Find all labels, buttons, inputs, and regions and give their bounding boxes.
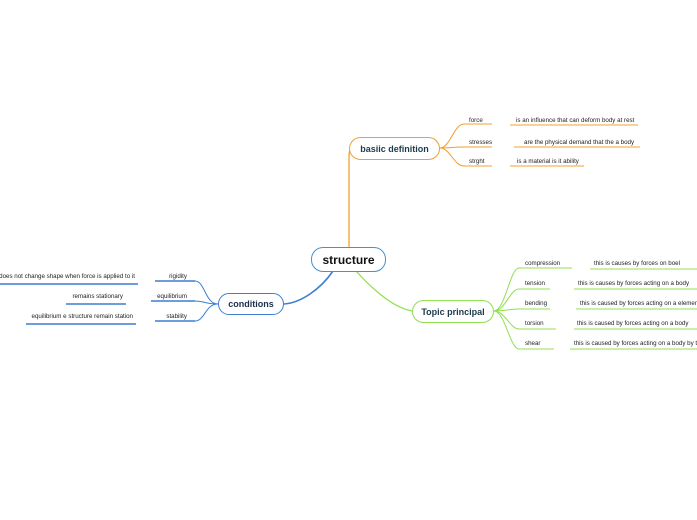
basic-term-strght[interactable]: strght bbox=[469, 158, 485, 165]
cond-desc-rigidity[interactable]: does not change shape when force is appl… bbox=[0, 273, 135, 280]
topic-desc-shear[interactable]: this is caused by forces acting on a bod… bbox=[574, 340, 697, 347]
topic-term-compression[interactable]: compression bbox=[525, 260, 561, 267]
basic-term-stresses[interactable]: stresses bbox=[469, 139, 493, 146]
cond-term-equilibrium[interactable]: equilibrium bbox=[157, 293, 187, 300]
root-node[interactable]: structure bbox=[311, 247, 386, 272]
basic-desc-strght[interactable]: is a material is it ability bbox=[517, 158, 579, 165]
topic-term-shear[interactable]: shear bbox=[525, 340, 541, 347]
cond-term-stability[interactable]: stability bbox=[166, 313, 187, 320]
topic-principal-label: Topic principal bbox=[421, 306, 485, 317]
conditions-node[interactable]: conditions bbox=[218, 293, 284, 315]
topic-term-torsion[interactable]: torsion bbox=[525, 320, 544, 327]
basic-definition-node[interactable]: basiic definition bbox=[349, 137, 440, 160]
cond-desc-equilibrium[interactable]: remains stationary bbox=[72, 293, 123, 300]
cond-desc-stability[interactable]: equilibrium e structure remain station bbox=[31, 313, 133, 320]
topic-desc-torsion[interactable]: this is caused by forces acting on a bod… bbox=[577, 320, 689, 327]
basic-definition-label: basiic definition bbox=[360, 143, 429, 154]
topic-term-bending[interactable]: bending bbox=[525, 300, 548, 307]
cond-term-rigidity[interactable]: rigidity bbox=[169, 273, 187, 280]
basic-desc-force[interactable]: is an influence that can deform body at … bbox=[516, 117, 635, 124]
topic-term-tension[interactable]: tension bbox=[525, 280, 545, 287]
conditions-label: conditions bbox=[228, 299, 274, 309]
topic-desc-tension[interactable]: this is causes by forces acting on a bod… bbox=[578, 280, 690, 287]
topic-principal-node[interactable]: Topic principal bbox=[412, 300, 494, 323]
topic-desc-bending[interactable]: this is caused by forces acting on a ele… bbox=[580, 300, 697, 307]
basic-term-force[interactable]: force bbox=[469, 117, 483, 124]
root-label: structure bbox=[322, 252, 375, 267]
basic-desc-stresses[interactable]: are the physical demand that the a body bbox=[524, 139, 635, 146]
topic-desc-compression[interactable]: this is causes by forces on boel bbox=[594, 260, 680, 267]
